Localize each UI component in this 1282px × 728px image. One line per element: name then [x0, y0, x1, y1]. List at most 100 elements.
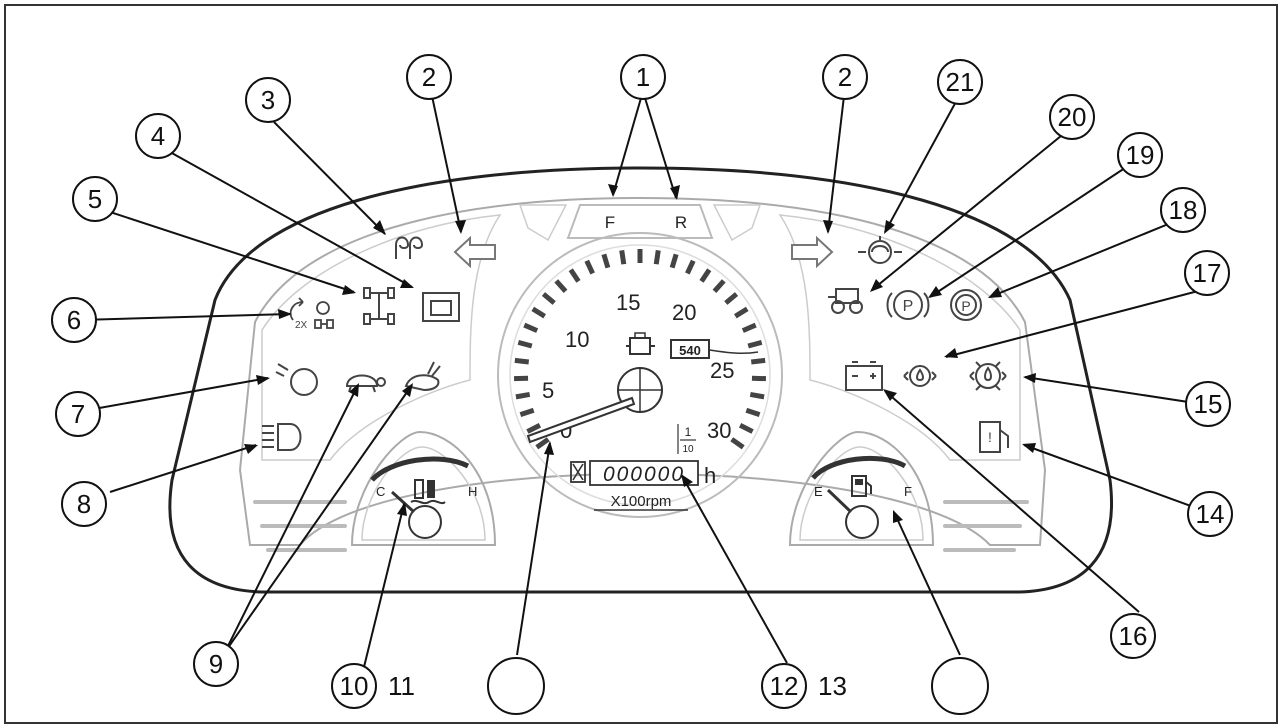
engine-warning-icon: [422, 292, 460, 322]
callout-label-10: 10: [340, 671, 369, 701]
temp-needle-hub: [408, 505, 442, 539]
tach-tick: [601, 253, 611, 269]
tach-tick: [584, 259, 595, 275]
callout-3: [245, 77, 291, 123]
brake-warning-icon: [828, 288, 863, 314]
tachometer-face: [509, 244, 771, 506]
tach-tick: [653, 249, 661, 265]
tach-tick: [554, 279, 568, 293]
callout-label-21: 21: [946, 67, 975, 97]
callout-9: [193, 641, 239, 687]
tach-label-20: 20: [672, 300, 696, 325]
ratio-numerator: 1: [685, 425, 692, 439]
tachometer-ticks: [513, 249, 767, 450]
tach-tick: [669, 253, 679, 269]
pto-540-marker: [708, 349, 759, 354]
tach-tick: [745, 407, 761, 418]
callout-label-20: 20: [1058, 102, 1087, 132]
fuel-pump-icon: [851, 475, 872, 497]
headlight-icon: [262, 423, 302, 451]
tach-tick: [749, 391, 765, 400]
callout-2-left: [406, 54, 452, 100]
tach-tick: [535, 437, 550, 450]
temp-cold-label: C: [376, 484, 385, 499]
tach-tick: [531, 306, 546, 319]
transmission-oil-icon: P: [950, 289, 982, 321]
turn-right-icon: [791, 235, 834, 269]
tach-tick: [514, 357, 530, 365]
tach-tick: [730, 437, 745, 450]
rpm-unit-label: X100rpm: [611, 493, 672, 510]
hour-meter-display: [589, 460, 699, 486]
svg-text:P: P: [961, 298, 970, 314]
fuel-gauge: E F: [788, 430, 935, 546]
callout-label-8: 8: [77, 489, 91, 519]
svg-text:!: !: [988, 429, 992, 445]
forward-label: F: [605, 213, 615, 232]
callout-label-16: 16: [1119, 621, 1148, 651]
fuel-empty-label: E: [814, 484, 823, 499]
temperature-gauge: C H: [350, 430, 497, 546]
tach-label-15: 15: [616, 290, 640, 315]
callout-blank-b: [931, 657, 989, 715]
callout-18: [1160, 187, 1206, 233]
fuel-needle-hub: [845, 505, 879, 539]
leader-arrowheads: [244, 184, 1036, 523]
tach-needle: [526, 396, 636, 444]
callout-7: [55, 391, 101, 437]
tach-label-25: 25: [710, 358, 734, 383]
tach-tick: [750, 357, 766, 365]
label-13: 13: [818, 671, 847, 701]
fuel-needle: [826, 488, 853, 514]
svg-text:2X: 2X: [295, 320, 308, 331]
parking-brake-icon: P: [886, 290, 930, 320]
cluster-housing: [168, 166, 1113, 594]
tach-tick: [747, 339, 763, 349]
label-11: 11: [388, 671, 415, 701]
pto-icon: [626, 332, 655, 355]
tach-tick: [699, 268, 712, 283]
tortoise-icon: [345, 374, 386, 393]
tach-tick: [738, 423, 754, 434]
callout-label-15: 15: [1194, 389, 1223, 419]
hour-meter-unit: h: [704, 463, 716, 488]
tach-tick: [619, 249, 627, 265]
hare-icon: [404, 361, 441, 392]
four-wheel-drive-icon: [363, 287, 395, 325]
tach-tick: [515, 391, 531, 400]
tach-tick: [541, 292, 556, 305]
glow-plug-icon: [395, 236, 424, 259]
front-wheel-drive-icon: 2X: [289, 297, 334, 331]
hydraulic-filter-icon: [275, 363, 318, 396]
reverse-label: R: [675, 213, 687, 232]
tach-tick: [741, 322, 757, 333]
callout-1: [620, 54, 666, 100]
callout-8: [61, 481, 107, 527]
tach-tick: [517, 339, 533, 349]
tach-tick: [734, 306, 749, 319]
callout-label-12: 12: [770, 671, 799, 701]
callout-label-5: 5: [88, 184, 102, 214]
callout-2-right: [822, 54, 868, 100]
right-lamp-panel: [778, 214, 1021, 461]
callout-label-6: 6: [67, 305, 81, 335]
tach-tick: [712, 279, 726, 293]
callout-label-1: 1: [636, 62, 650, 92]
callout-label-18: 18: [1169, 195, 1198, 225]
callout-21: [937, 59, 983, 105]
temp-hot-label: H: [468, 484, 477, 499]
callout-16: [1110, 613, 1156, 659]
callout-20: [1049, 94, 1095, 140]
callout-19: [1117, 132, 1163, 178]
fuel-full-label: F: [904, 484, 912, 499]
direction-window: [566, 204, 714, 239]
pto-540-box: [670, 339, 710, 359]
callout-label-4: 4: [151, 121, 165, 151]
callout-blank-a: [487, 657, 545, 715]
tachometer: 0 5 10 15 20 25 30 540 1 10: [497, 232, 783, 518]
callout-17: [1184, 250, 1230, 296]
tach-label-30: 30: [707, 418, 731, 443]
tach-label-5: 5: [542, 378, 554, 403]
callout-label-19: 19: [1126, 140, 1155, 170]
